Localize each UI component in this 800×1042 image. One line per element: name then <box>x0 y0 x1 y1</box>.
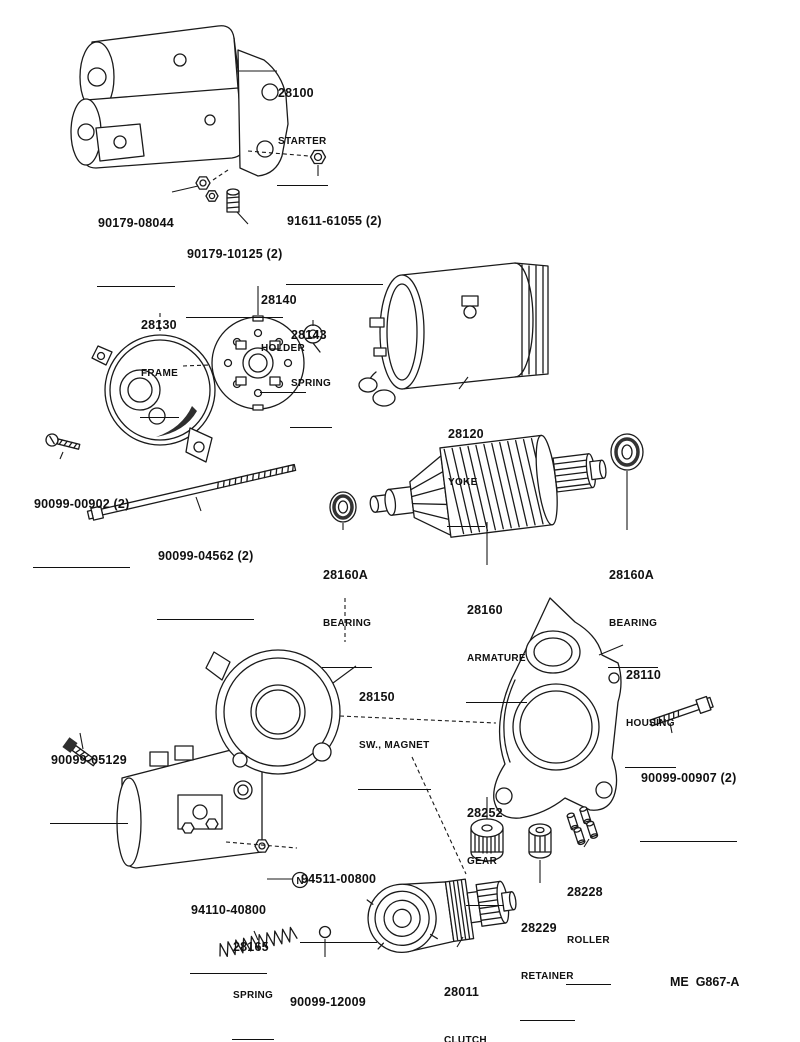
part-number: 28140 <box>261 292 297 307</box>
part-name: ROLLER <box>567 934 610 946</box>
label-retainer: 28229 RETAINER <box>520 885 575 1021</box>
stud-90179-10125-drawing <box>226 188 240 213</box>
yoke-drawing <box>358 262 549 407</box>
part-name: CLUTCH <box>444 1034 487 1042</box>
part-name: STARTER <box>278 135 327 147</box>
label-bearing-right: 28160A BEARING <box>608 532 659 668</box>
ball-90099-12009-drawing <box>318 925 332 939</box>
part-number: 28160 <box>467 602 503 617</box>
part-name: BEARING <box>323 617 372 629</box>
bolt-90099-05129-drawing <box>62 737 98 767</box>
part-number: 28160A <box>609 567 654 582</box>
part-number: 28143 <box>291 327 327 342</box>
dashed-centerlines <box>159 150 497 875</box>
label-frame: 28130 FRAME <box>140 282 180 418</box>
part-number: 28110 <box>626 667 662 682</box>
starter-assembly-drawing <box>70 25 289 177</box>
label-nut-94110: 94110-40800 <box>190 867 268 974</box>
label-holder: 28140 HOLDER <box>260 257 307 393</box>
label-starter: 28100 STARTER <box>277 50 328 186</box>
label-bolt-90179-10125: 90179-10125 (2) <box>186 211 284 318</box>
label-gear: 28252 GEAR <box>466 770 504 906</box>
spring-28143-drawing <box>303 324 323 353</box>
part-name: YOKE <box>448 476 478 488</box>
part-number: 28228 <box>567 884 603 899</box>
through-bolt-90099-04562-drawing <box>86 463 297 521</box>
clutch-drawing <box>366 878 517 953</box>
retainer-28229-drawing <box>528 823 552 859</box>
svg-text:N: N <box>296 876 303 887</box>
nut-94110-symbol: N <box>291 871 309 889</box>
part-number: 28165 <box>233 939 269 954</box>
armature-drawing <box>369 434 607 538</box>
part-name: GEAR <box>467 855 498 867</box>
part-name: SPRING <box>291 377 332 389</box>
part-number: 91611-61055 (2) <box>287 213 382 228</box>
label-armature: 28160 ARMATURE <box>466 567 527 703</box>
bearing-right-drawing <box>610 433 644 471</box>
bearing-left-drawing <box>329 491 357 523</box>
part-number: 94110-40800 <box>191 902 267 917</box>
label-nut-91611: 91611-61055 (2) <box>286 178 383 285</box>
part-number: 94511-00800 <box>301 871 377 886</box>
part-name: ARMATURE <box>467 652 526 664</box>
part-name: SPRING <box>233 989 274 1001</box>
part-number: 28130 <box>141 317 177 332</box>
part-number: 90099-00907 (2) <box>641 770 737 785</box>
nut-91611-drawing <box>309 149 327 165</box>
label-spring-28143: 28143 SPRING <box>290 292 333 428</box>
label-spring-28165: 28165 SPRING <box>232 904 275 1040</box>
part-number: 90099-12009 <box>290 994 366 1009</box>
part-number: 28150 <box>359 689 395 704</box>
nuts-90179-08044-drawing <box>195 176 219 202</box>
label-bolt-90099-00907: 90099-00907 (2) <box>640 735 738 842</box>
part-name: HOUSING <box>626 717 675 729</box>
label-nut-94511: 94511-00800 <box>300 836 378 943</box>
label-bolt-90099-04562: 90099-04562 (2) <box>157 513 255 620</box>
label-sw-magnet: 28150 SW., MAGNET <box>358 654 431 790</box>
part-name: RETAINER <box>521 970 574 982</box>
label-bolt-90099-05129: 90099-05129 <box>50 717 128 824</box>
label-roller: 28228 ROLLER <box>566 849 611 985</box>
part-number: 28100 <box>278 85 314 100</box>
nut-94511-drawing <box>254 839 270 853</box>
drive-housing-drawing <box>493 597 622 819</box>
figure-code: ME G867-A <box>670 975 740 989</box>
part-number: 90099-00902 (2) <box>34 496 130 511</box>
label-clutch: 28011 CLUTCH <box>443 949 488 1042</box>
label-bearing-left: 28160A BEARING <box>322 532 373 668</box>
part-number: 90179-08044 <box>98 215 174 230</box>
label-housing: 28110 HOUSING <box>625 632 676 768</box>
magnet-switch-drawing <box>116 649 341 869</box>
part-name: BEARING <box>609 617 658 629</box>
part-name: HOLDER <box>261 342 306 354</box>
frame-drawing <box>91 334 216 463</box>
part-number: 28011 <box>444 984 480 999</box>
part-number: 90099-04562 (2) <box>158 548 254 563</box>
part-number: 28120 <box>448 426 484 441</box>
part-name: FRAME <box>141 367 179 379</box>
spring-28165-drawing <box>219 926 298 958</box>
part-number: 28229 <box>521 920 557 935</box>
screw-90099-00902-drawing <box>45 433 81 450</box>
part-name: SW., MAGNET <box>359 739 430 751</box>
label-screw-90099-00902: 90099-00902 (2) <box>33 461 131 568</box>
part-number: 90099-05129 <box>51 752 127 767</box>
label-ball-90099-12009: 90099-12009 <box>289 959 367 1042</box>
rollers-28228-drawing <box>566 806 599 846</box>
label-yoke: 28120 YOKE <box>447 391 485 527</box>
part-number: 28252 <box>467 805 503 820</box>
part-number: 28160A <box>323 567 368 582</box>
bolt-90099-00907-drawing <box>649 695 714 727</box>
part-number: 90179-10125 (2) <box>187 246 283 261</box>
label-bolt-90179-08044: 90179-08044 <box>97 180 175 287</box>
gear-28252-drawing <box>470 818 504 862</box>
